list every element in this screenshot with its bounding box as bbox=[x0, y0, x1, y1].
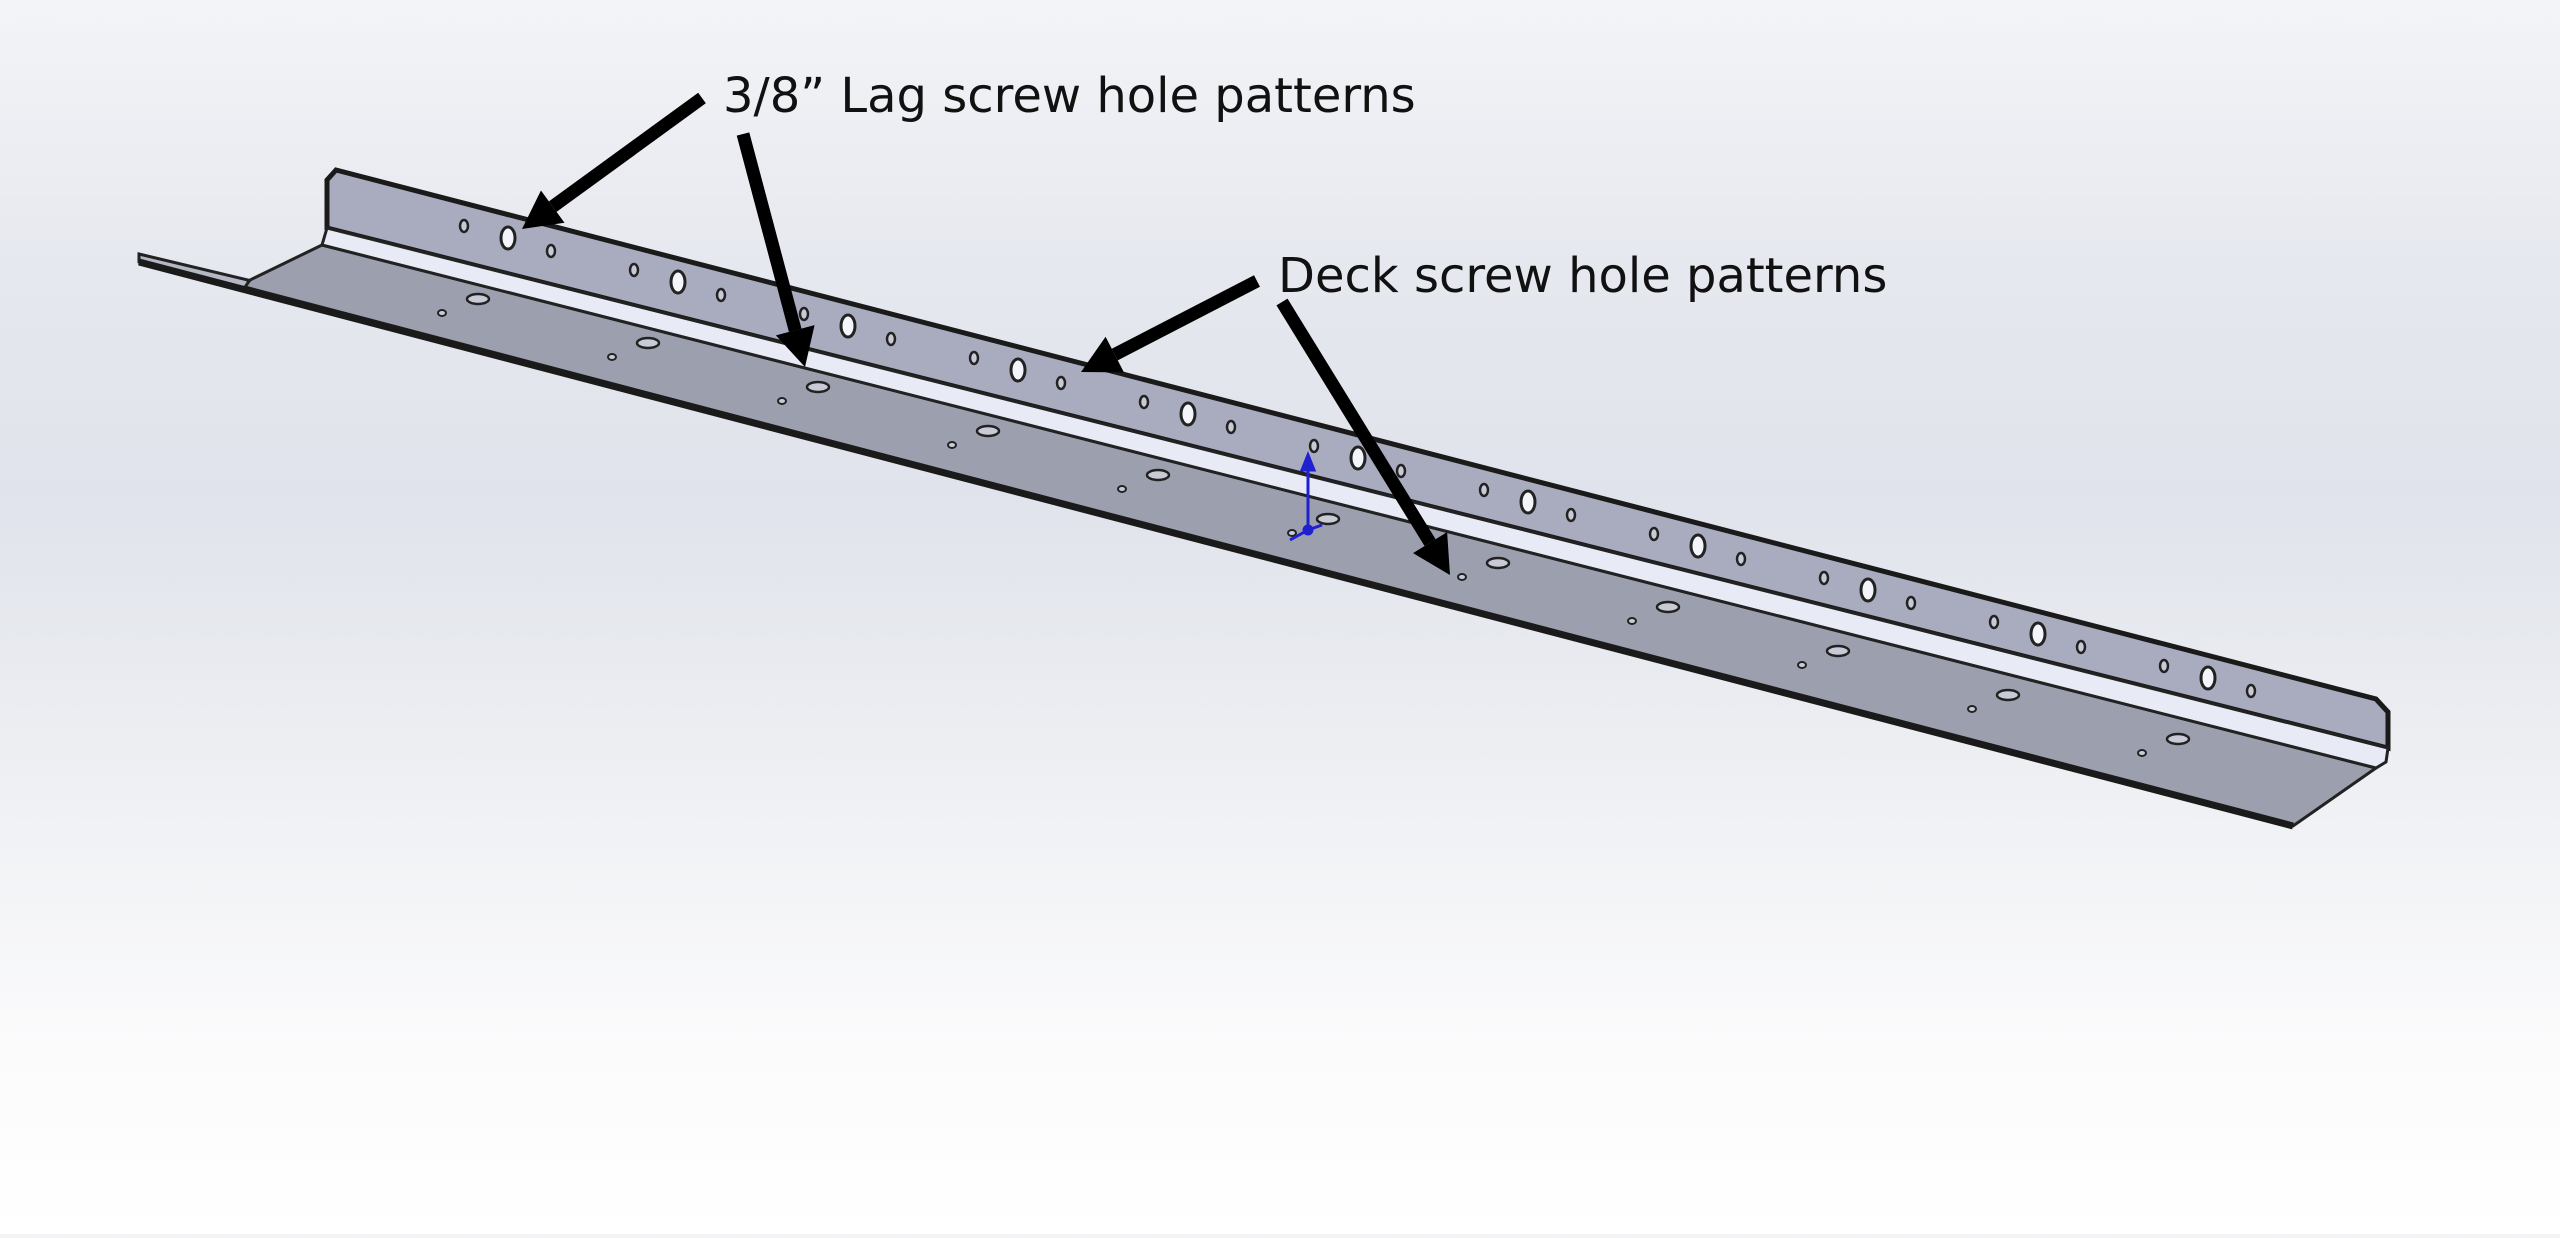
lag-hole bbox=[1179, 401, 1197, 427]
deck-hole bbox=[1308, 438, 1320, 454]
lag-hole bbox=[1689, 533, 1707, 559]
floor-hole bbox=[1315, 512, 1341, 526]
floor-hole bbox=[805, 380, 831, 394]
arrow-head-icon bbox=[775, 325, 815, 367]
arrow-head-icon bbox=[1081, 336, 1124, 373]
floor-small-hole bbox=[1627, 617, 1637, 625]
deck-hole bbox=[1478, 482, 1490, 498]
hole-patterns bbox=[437, 218, 2257, 757]
deck-hole bbox=[2245, 683, 2257, 699]
floor-hole bbox=[1485, 556, 1511, 570]
deck-hole bbox=[545, 243, 557, 259]
floor-hole bbox=[1655, 600, 1681, 614]
floor-hole bbox=[1995, 688, 2021, 702]
floor-small-hole bbox=[607, 353, 617, 361]
deck-hole bbox=[1735, 551, 1747, 567]
lag-hole bbox=[2199, 665, 2217, 691]
lag-hole bbox=[839, 313, 857, 339]
arrow-shaft bbox=[1111, 275, 1260, 361]
deck-hole bbox=[798, 306, 810, 322]
coordinate-triad-icon bbox=[1289, 450, 1323, 542]
lag-hole bbox=[499, 225, 517, 251]
floor-small-hole bbox=[437, 309, 447, 317]
deck-hole bbox=[968, 350, 980, 366]
floor-small-hole bbox=[1287, 529, 1297, 537]
floor-small-hole bbox=[2137, 749, 2147, 757]
floor-hole bbox=[2165, 732, 2191, 746]
arrow-head-icon bbox=[1413, 532, 1450, 575]
annotation-arrows bbox=[522, 92, 1450, 575]
floor-small-hole bbox=[777, 397, 787, 405]
lag-hole bbox=[1009, 357, 1027, 383]
deck-hole bbox=[1905, 595, 1917, 611]
floor-hole bbox=[635, 336, 661, 350]
floor-hole bbox=[1145, 468, 1171, 482]
deck-hole bbox=[1055, 375, 1067, 391]
deck-hole bbox=[1225, 419, 1237, 435]
deck-hole bbox=[1138, 394, 1150, 410]
deck-hole bbox=[458, 218, 470, 234]
bracket-floor bbox=[242, 243, 2380, 828]
arrow-shaft bbox=[736, 132, 802, 332]
floor-small-hole bbox=[1797, 661, 1807, 669]
deck-hole bbox=[1395, 463, 1407, 479]
deck-screw-label: Deck screw hole patterns bbox=[1278, 248, 1888, 304]
lag-hole bbox=[669, 269, 687, 295]
floor-hole bbox=[1825, 644, 1851, 658]
deck-hole bbox=[885, 331, 897, 347]
deck-hole bbox=[1818, 570, 1830, 586]
lag-screw-label: 3/8” Lag screw hole patterns bbox=[723, 68, 1416, 124]
lag-hole bbox=[1519, 489, 1537, 515]
floor-small-hole bbox=[1457, 573, 1467, 581]
lag-hole bbox=[1859, 577, 1877, 603]
deck-hole bbox=[1648, 526, 1660, 542]
arrow-head-icon bbox=[522, 190, 565, 229]
lag-hole bbox=[2029, 621, 2047, 647]
bend-fillet bbox=[320, 226, 2390, 770]
deck-hole bbox=[1565, 507, 1577, 523]
floor-hole bbox=[465, 292, 491, 306]
arrow-shaft bbox=[1276, 298, 1436, 547]
deck-hole bbox=[628, 262, 640, 278]
floor-small-hole bbox=[947, 441, 957, 449]
deck-hole bbox=[1988, 614, 2000, 630]
floor-small-hole bbox=[1967, 705, 1977, 713]
arrow-shaft bbox=[548, 92, 706, 212]
lag-hole bbox=[1349, 445, 1367, 471]
deck-hole bbox=[2158, 658, 2170, 674]
deck-hole bbox=[715, 287, 727, 303]
floor-small-hole bbox=[1117, 485, 1127, 493]
deck-hole bbox=[2075, 639, 2087, 655]
floor-hole bbox=[975, 424, 1001, 438]
floor-bottom-edge bbox=[138, 258, 2294, 830]
